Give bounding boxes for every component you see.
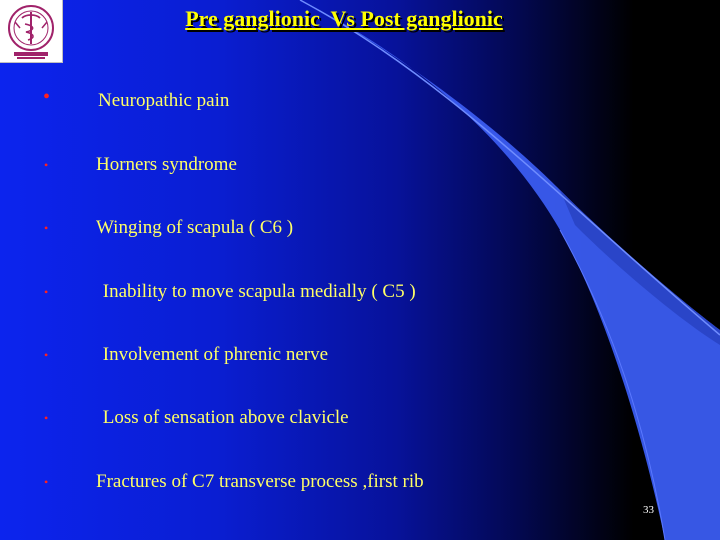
bullet-marker-icon: • bbox=[44, 221, 49, 235]
bullet-marker-icon: • bbox=[44, 348, 49, 362]
bullet-text: Horners syndrome bbox=[96, 154, 237, 175]
bullet-marker-icon: • bbox=[44, 411, 49, 425]
list-item: • Neuropathic pain bbox=[0, 86, 640, 114]
list-item: • Involvement of phrenic nerve bbox=[0, 342, 640, 368]
bullet-marker-icon: • bbox=[44, 475, 49, 489]
bullet-text: Loss of sensation above clavicle bbox=[98, 407, 349, 428]
bullet-text: Neuropathic pain bbox=[98, 90, 230, 111]
bullet-text: Winging of scapula ( C6 ) bbox=[96, 217, 294, 238]
page-number: 33 bbox=[643, 504, 654, 516]
list-item: • Loss of sensation above clavicle bbox=[0, 405, 640, 431]
bullet-text: Fractures of C7 transverse process ,firs… bbox=[96, 471, 424, 492]
bullet-marker-icon: • bbox=[43, 86, 51, 108]
bullet-marker-icon: • bbox=[44, 285, 49, 299]
list-item: • Winging of scapula ( C6 ) bbox=[0, 215, 640, 241]
logo bbox=[0, 0, 63, 63]
bullet-text: Inability to move scapula medially ( C5 … bbox=[98, 281, 416, 302]
list-item: • Inability to move scapula medially ( C… bbox=[0, 279, 640, 305]
bullet-text: Involvement of phrenic nerve bbox=[98, 344, 329, 365]
list-item: • Horners syndrome bbox=[0, 152, 640, 178]
list-item: • Fractures of C7 transverse process ,fi… bbox=[0, 469, 640, 495]
slide-title: Pre ganglionic Vs Post ganglionic bbox=[185, 6, 503, 31]
bullet-marker-icon: • bbox=[44, 158, 49, 172]
aiims-emblem-icon bbox=[8, 5, 54, 59]
